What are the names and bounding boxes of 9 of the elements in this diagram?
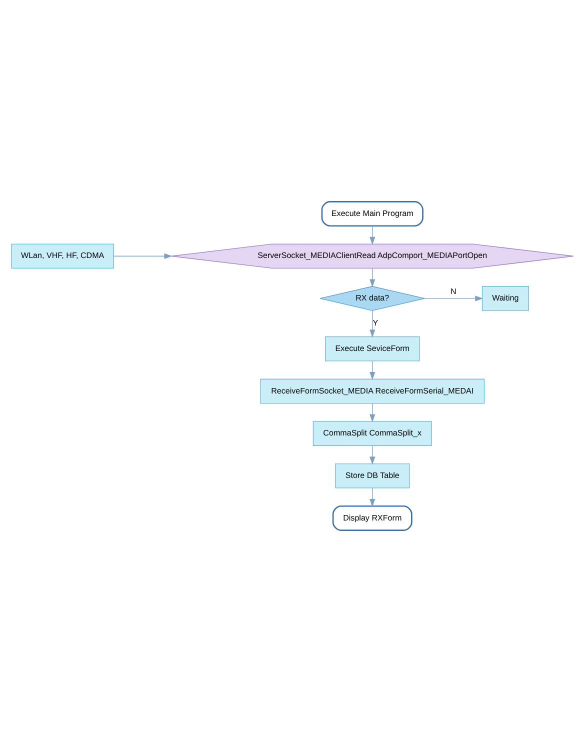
arrow [370,310,376,338]
arrow [370,488,376,508]
arrow [370,360,376,380]
arrow [113,253,172,259]
arrow [370,446,376,465]
arrow [370,226,376,245]
arrow [370,268,376,288]
arrow [370,403,376,422]
arrow [424,296,484,302]
